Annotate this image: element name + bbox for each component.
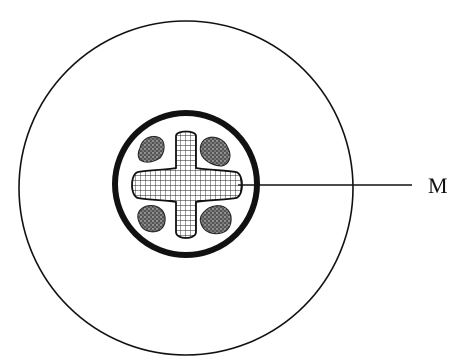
label-m: M [428,173,448,198]
lobe-bottom-left [138,206,165,232]
